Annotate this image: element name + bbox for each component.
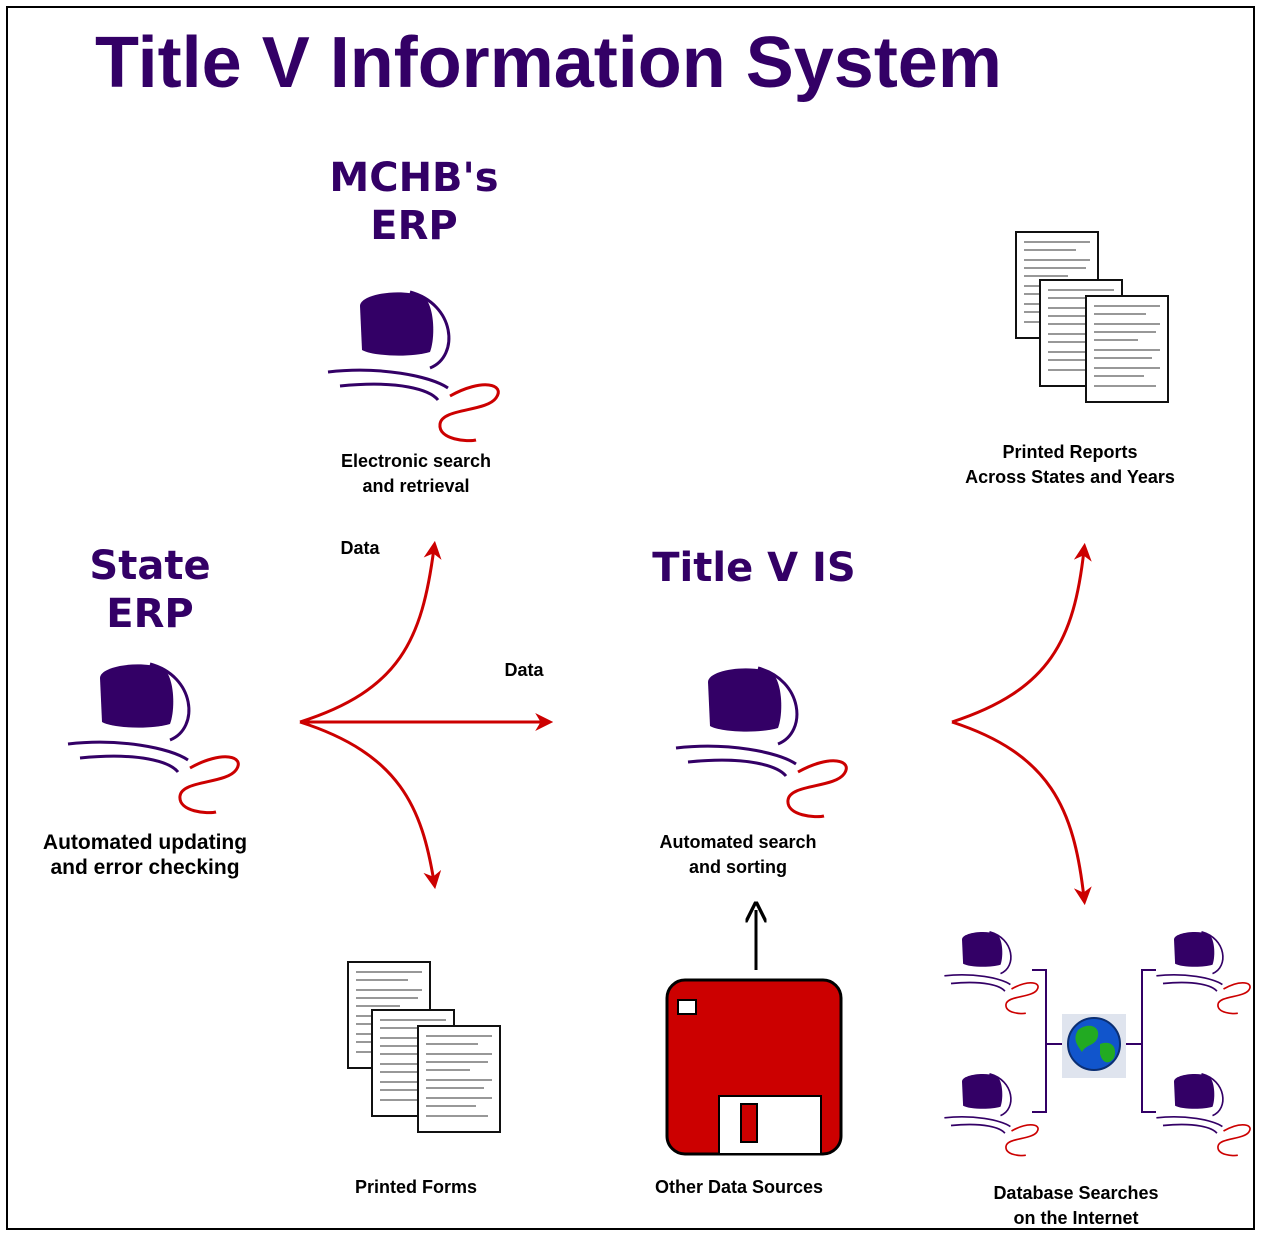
caption-line: Other Data Sources: [654, 1177, 824, 1197]
state-to-forms-arrow: [299, 720, 442, 890]
network-computer-icon: [943, 1072, 1039, 1157]
caption-line: and error checking: [50, 856, 240, 879]
mchb-erp-heading: MCHB's ERP: [284, 154, 544, 250]
floppy-disk-icon: [665, 978, 843, 1156]
titlev-to-reports-arrow: [951, 542, 1092, 724]
printed-reports-document-stack-icon: [1016, 232, 1168, 402]
page-title: Title V Information System: [95, 23, 1002, 103]
caption-line: on the Internet: [1013, 1208, 1139, 1228]
printed-forms-caption: Printed Forms: [326, 1175, 506, 1200]
state-erp-heading: State ERP: [20, 542, 280, 638]
caption-line: Printed Reports: [1002, 442, 1138, 462]
heading-line: MCHB's: [329, 155, 499, 201]
heading-line: State: [89, 543, 211, 589]
caption-line: Printed Forms: [354, 1177, 478, 1197]
globe-icon: [1062, 1014, 1126, 1078]
network-computer-icon: [943, 930, 1039, 1015]
data-edge-label: Data: [504, 660, 544, 680]
network-computer-icon: [1155, 1072, 1251, 1157]
caption-line: Automated search: [659, 832, 817, 852]
caption-line: Across States and Years: [965, 467, 1175, 487]
caption-line: Database Searches: [993, 1183, 1159, 1203]
caption-line: Automated updating: [42, 831, 248, 854]
printed-reports-caption: Printed Reports Across States and Years: [940, 440, 1200, 490]
title-v-is-heading: Title V IS: [624, 544, 884, 592]
printed-forms-document-stack-icon: [348, 962, 500, 1132]
mchb-erp-computer-icon: [326, 290, 500, 443]
title-v-is-caption: Automated search and sorting: [618, 830, 858, 880]
mchb-erp-caption: Electronic search and retrieval: [296, 449, 536, 499]
data-edge-label: Data: [340, 538, 380, 558]
caption-line: and sorting: [689, 857, 787, 877]
heading-line: ERP: [370, 203, 458, 249]
internet-caption: Database Searches on the Internet: [966, 1181, 1186, 1231]
other-data-sources-caption: Other Data Sources: [626, 1175, 852, 1200]
state-erp-computer-icon: [66, 662, 240, 815]
title-v-is-computer-icon: [674, 666, 848, 819]
heading-line: ERP: [106, 591, 194, 637]
state-to-mchb-arrow: [299, 540, 442, 724]
internet-network: [943, 930, 1251, 1157]
network-computer-icon: [1155, 930, 1251, 1015]
heading-line: Title V IS: [652, 545, 856, 591]
caption-line: Electronic search: [340, 451, 492, 471]
diagram-frame: [6, 6, 1255, 1230]
caption-line: and retrieval: [362, 476, 470, 496]
titlev-to-internet-arrow: [951, 720, 1092, 906]
state-erp-caption: Automated updating and error checking: [10, 830, 280, 880]
